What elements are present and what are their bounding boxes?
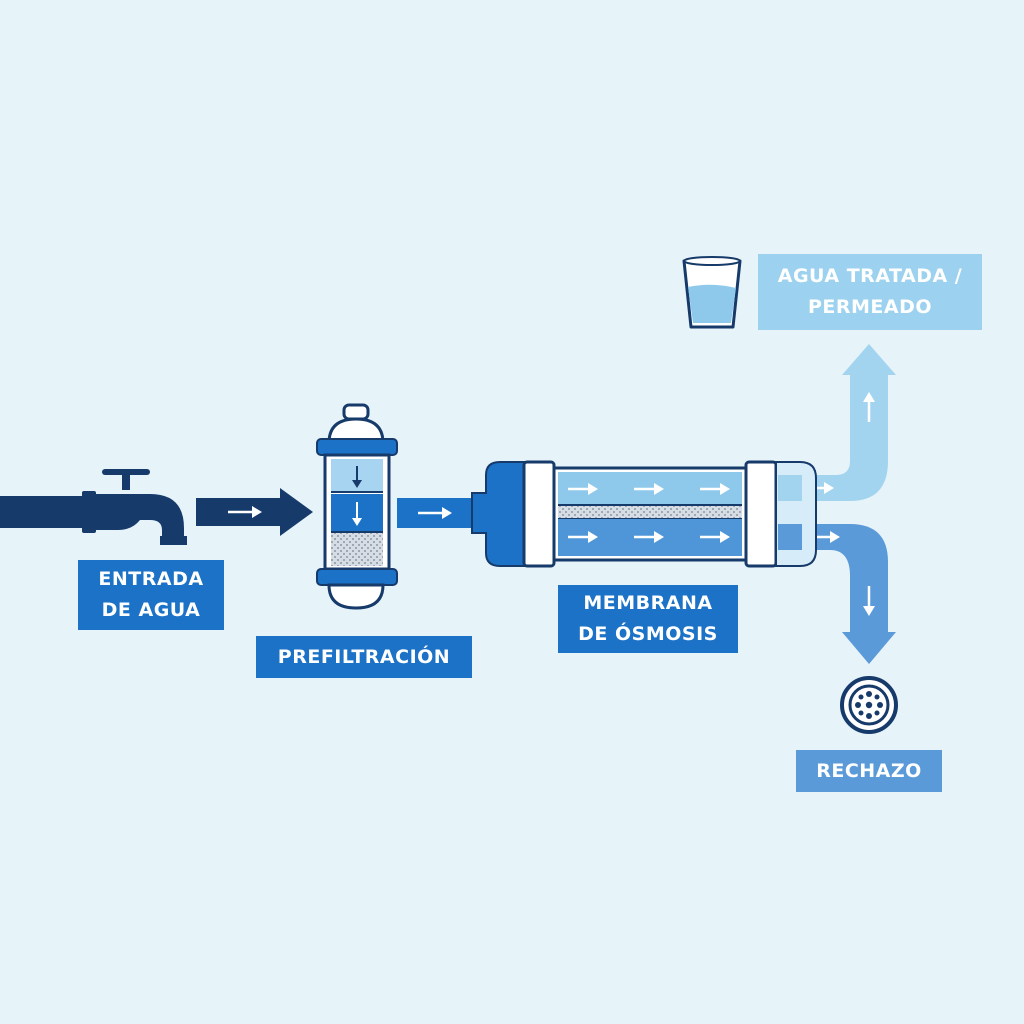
faucet-icon [96, 469, 187, 545]
membrana-label: MEMBRANA DE ÓSMOSIS [558, 585, 738, 653]
water-glass-icon [682, 256, 742, 329]
entrada-label: ENTRADA DE AGUA [78, 560, 224, 630]
drain-icon [840, 676, 898, 734]
inlet-pipe [0, 491, 96, 533]
membrane-housing [471, 460, 817, 568]
prefiltracion-label: PREFILTRACIÓN [256, 636, 472, 678]
membrane-flow-arrows [568, 483, 730, 543]
agua-tratada-label: AGUA TRATADA / PERMEADO [758, 254, 982, 330]
rechazo-label: RECHAZO [796, 750, 942, 792]
inlet-flow-arrow [196, 488, 313, 536]
prefilter-canister [316, 403, 398, 610]
